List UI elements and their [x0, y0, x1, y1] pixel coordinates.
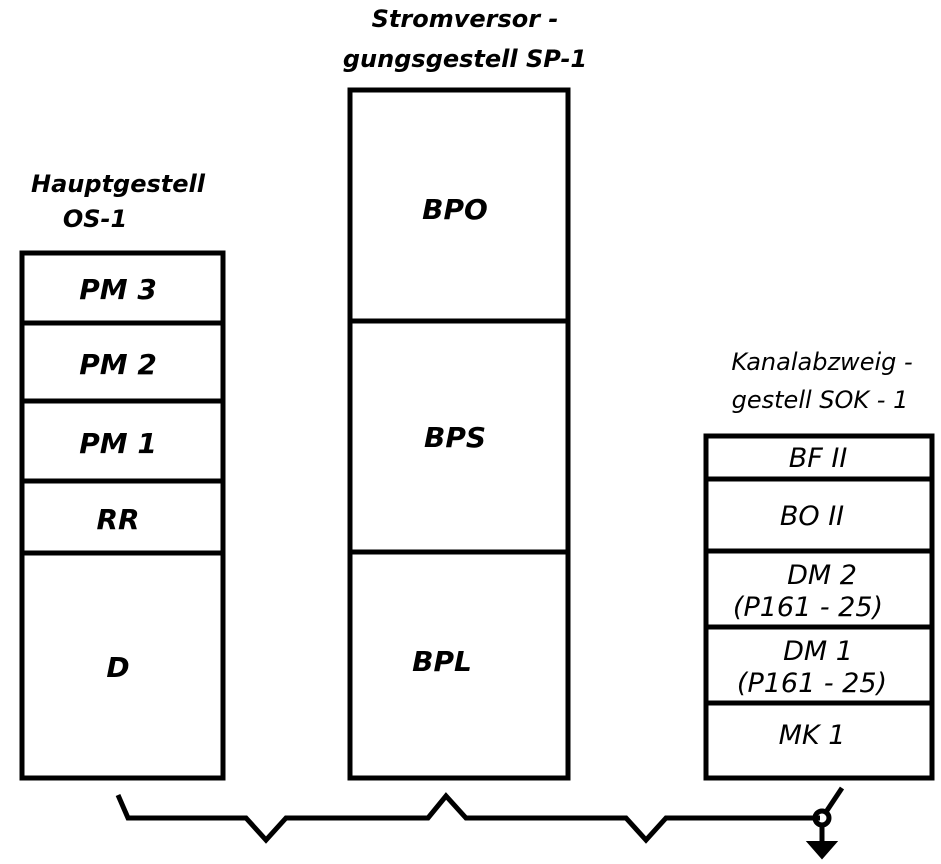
- switch-lever-icon: [823, 786, 845, 814]
- branch-rack-frame: [703, 433, 935, 781]
- module-label-bo2: BO II: [780, 501, 844, 532]
- switch-contact-icon: [812, 808, 832, 828]
- power-rack: Stromversor - gungsgestell SP-1 BPO BPS …: [343, 5, 587, 781]
- branch-rack: Kanalabzweig - gestell SOK - 1 BF II BO …: [703, 348, 935, 781]
- module-label-mk1: MK 1: [779, 720, 846, 751]
- module-label-d: D: [106, 651, 129, 684]
- module-label-pm1: PM 1: [79, 427, 157, 460]
- power-rack-title-line-1: Stromversor -: [372, 5, 559, 33]
- module-label-pm3: PM 3: [79, 273, 157, 306]
- connecting-cable: [115, 792, 820, 844]
- module-label-dm1-type: (P161 - 25): [737, 668, 887, 699]
- branch-rack-title-line-1: Kanalabzweig -: [731, 348, 912, 376]
- power-rack-title-line-2: gungsgestell SP-1: [343, 45, 587, 73]
- module-label-dm2-type: (P161 - 25): [733, 592, 883, 623]
- module-label-bpl: BPL: [412, 645, 472, 678]
- module-label-dm2: DM 2: [787, 560, 857, 591]
- main-rack: Hauptgestell OS-1 PM 3 PM 2 PM 1 RR D: [19, 170, 226, 781]
- module-label-bf2: BF II: [789, 443, 848, 474]
- power-rack-frame: [347, 87, 571, 781]
- module-label-bps: BPS: [424, 421, 486, 454]
- main-rack-title-line-1: Hauptgestell: [31, 170, 206, 198]
- module-label-dm1: DM 1: [783, 636, 853, 667]
- main-rack-frame: [19, 250, 226, 781]
- branch-rack-title-line-2: gestell SOK - 1: [732, 386, 909, 414]
- module-label-pm2: PM 2: [79, 348, 157, 381]
- module-label-bpo: BPO: [422, 193, 488, 226]
- main-rack-title-line-2: OS-1: [63, 205, 127, 233]
- ground-switch-icon: [805, 786, 845, 860]
- module-label-rr: RR: [96, 503, 139, 536]
- ground-icon: [805, 841, 839, 860]
